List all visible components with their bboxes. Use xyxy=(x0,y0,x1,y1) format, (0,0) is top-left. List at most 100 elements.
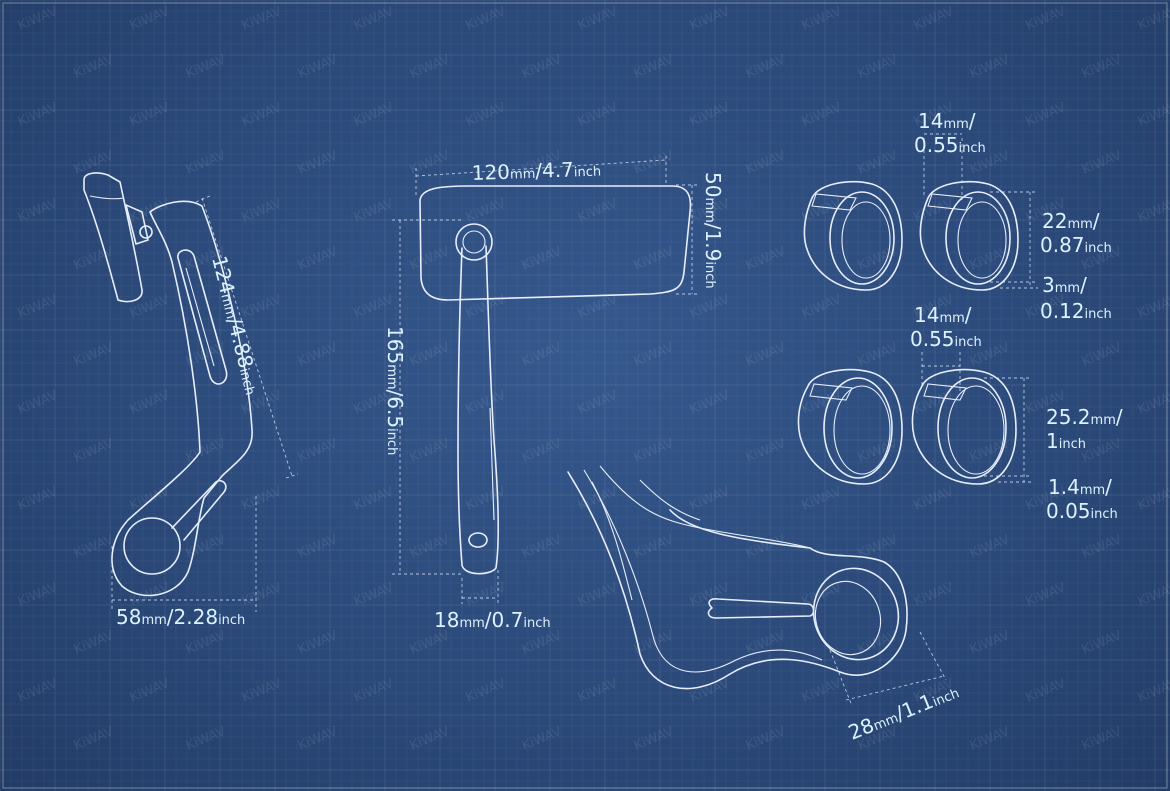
watermark: KiWAV xyxy=(520,52,564,81)
dim-side-length: 124mm/4.88inch xyxy=(207,253,265,397)
watermark: KiWAV xyxy=(576,4,620,33)
watermark: KiWAV xyxy=(1080,52,1124,81)
watermark: KiWAV xyxy=(184,148,228,177)
watermark: KiWAV xyxy=(744,340,788,369)
watermark: KiWAV xyxy=(296,244,340,273)
watermark: KiWAV xyxy=(1136,292,1170,321)
watermark: KiWAV xyxy=(520,436,564,465)
watermark: KiWAV xyxy=(520,532,564,561)
watermark: KiWAV xyxy=(72,340,116,369)
watermark: KiWAV xyxy=(464,676,508,705)
dim-shim2-wall: 1.4mm/ 0.05inch xyxy=(1046,475,1118,523)
dim-shim1-diameter: 22mm/ 0.87inch xyxy=(1040,209,1112,257)
watermark: KiWAV xyxy=(856,628,900,657)
watermark: KiWAV xyxy=(240,100,284,129)
watermark: KiWAV xyxy=(128,292,172,321)
watermark: KiWAV xyxy=(128,4,172,33)
watermark: KiWAV xyxy=(912,580,956,609)
watermark: KiWAV xyxy=(408,628,452,657)
watermark: KiWAV xyxy=(688,484,732,513)
dim-shim2-diameter: 25.2mm/ 1inch xyxy=(1046,405,1128,453)
watermark: KiWAV xyxy=(744,628,788,657)
watermark: KiWAV xyxy=(1024,100,1068,129)
watermark: KiWAV xyxy=(1080,340,1124,369)
watermark: KiWAV xyxy=(912,196,956,225)
watermark: KiWAV xyxy=(576,676,620,705)
watermark: KiWAV xyxy=(744,436,788,465)
watermark: KiWAV xyxy=(240,484,284,513)
watermark: KiWAV xyxy=(688,4,732,33)
shim-set-2 xyxy=(797,368,1017,485)
watermark: KiWAV xyxy=(576,196,620,225)
watermark: KiWAV xyxy=(128,196,172,225)
watermark: KiWAV xyxy=(1136,4,1170,33)
watermark: KiWAV xyxy=(1024,676,1068,705)
watermark: KiWAV xyxy=(1136,100,1170,129)
dim-arm-height: 165mm/6.5inch xyxy=(383,326,407,455)
watermark: KiWAV xyxy=(408,532,452,561)
arm-perspective-view xyxy=(567,465,908,690)
watermark: KiWAV xyxy=(408,340,452,369)
watermark: KiWAV xyxy=(800,196,844,225)
front-view-dimensions xyxy=(392,156,700,604)
watermark: KiWAV xyxy=(72,628,116,657)
watermark: KiWAV xyxy=(240,4,284,33)
watermark: KiWAV xyxy=(1080,148,1124,177)
watermark: KiWAV xyxy=(968,628,1012,657)
watermark: KiWAV xyxy=(16,100,60,129)
watermark: KiWAV xyxy=(352,292,396,321)
watermark: KiWAV xyxy=(744,724,788,753)
watermark: KiWAV xyxy=(296,628,340,657)
watermark: KiWAV xyxy=(688,676,732,705)
watermark: KiWAV xyxy=(240,676,284,705)
watermark: KiWAV xyxy=(1080,628,1124,657)
watermark: KiWAV xyxy=(576,580,620,609)
watermark: KiWAV xyxy=(464,580,508,609)
watermark: KiWAV xyxy=(184,436,228,465)
watermark: KiWAV xyxy=(464,292,508,321)
dim-shim2-width: 14mm/ 0.55inch xyxy=(910,303,982,351)
watermark: KiWAV xyxy=(464,100,508,129)
dim-mirror-height: 50mm/1.9inch xyxy=(701,172,725,289)
watermark: KiWAV xyxy=(240,580,284,609)
watermark: KiWAV xyxy=(520,724,564,753)
watermark: KiWAV xyxy=(296,52,340,81)
watermark: KiWAV xyxy=(1024,4,1068,33)
watermark: KiWAV xyxy=(1080,436,1124,465)
watermark: KiWAV xyxy=(912,484,956,513)
watermark: KiWAV xyxy=(800,484,844,513)
watermark: KiWAV xyxy=(16,292,60,321)
watermark: KiWAV xyxy=(352,4,396,33)
watermark: KiWAV xyxy=(1136,580,1170,609)
watermark: KiWAV xyxy=(1136,196,1170,225)
watermark: KiWAV xyxy=(128,484,172,513)
watermark: KiWAV xyxy=(184,724,228,753)
watermark: KiWAV xyxy=(576,100,620,129)
watermark: KiWAV xyxy=(464,388,508,417)
watermark: KiWAV xyxy=(464,196,508,225)
watermark: KiWAV xyxy=(128,676,172,705)
watermark: KiWAV xyxy=(408,244,452,273)
watermark: KiWAV xyxy=(352,580,396,609)
watermark: KiWAV xyxy=(856,148,900,177)
dim-mirror-width: 120mm/4.7inch xyxy=(471,156,601,184)
watermark: KiWAV xyxy=(352,484,396,513)
watermark: KiWAV xyxy=(72,532,116,561)
watermark: KiWAV xyxy=(184,628,228,657)
watermark: KiWAV xyxy=(632,532,676,561)
watermark: KiWAV xyxy=(408,148,452,177)
watermark: KiWAV xyxy=(632,52,676,81)
watermark: KiWAV xyxy=(128,100,172,129)
watermark: KiWAV xyxy=(688,292,732,321)
watermark: KiWAV xyxy=(1024,580,1068,609)
watermark: KiWAV xyxy=(184,52,228,81)
watermark: KiWAV xyxy=(296,340,340,369)
watermark: KiWAV xyxy=(296,148,340,177)
shim-set-1-dimensions xyxy=(923,133,1038,289)
watermark: KiWAV xyxy=(744,148,788,177)
watermark: KiWAV xyxy=(352,676,396,705)
watermark: KiWAV xyxy=(968,532,1012,561)
watermark: KiWAV xyxy=(520,244,564,273)
watermark: KiWAV xyxy=(16,676,60,705)
